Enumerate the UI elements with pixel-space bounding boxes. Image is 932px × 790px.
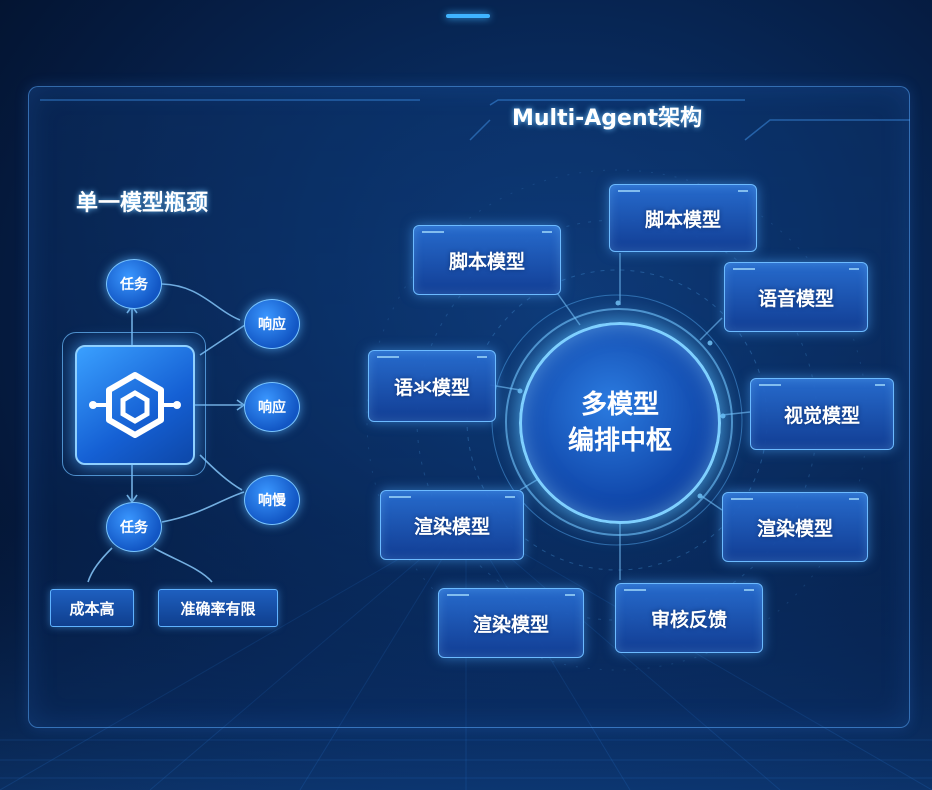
- script-model-card-left: 脚本模型: [413, 225, 561, 295]
- render-model-card-right: 渲染模型: [722, 492, 868, 562]
- vision-model-card: 视觉模型: [750, 378, 894, 450]
- limited-accuracy-label: 准确率有限: [158, 589, 278, 627]
- render-model-card-bottom: 渲染模型: [438, 588, 584, 658]
- model-logo-icon: [89, 372, 181, 438]
- multi-agent-title: Multi-Agent架构: [512, 106, 703, 131]
- response-node-1: 响应: [244, 299, 300, 349]
- task-node-top: 任务: [106, 259, 162, 309]
- task-node-bottom: 任务: [106, 502, 162, 552]
- hub-label-line2: 编排中枢: [567, 426, 672, 456]
- high-cost-label: 成本高: [50, 589, 134, 627]
- single-model-core: [75, 345, 195, 465]
- script-model-card-top: 脚本模型: [609, 184, 757, 252]
- hub-outer-ring: [505, 308, 733, 536]
- response-node-2: 响应: [244, 382, 300, 432]
- hub-label-line1: 多模型: [580, 390, 659, 420]
- slow-response-node: 响慢: [244, 475, 300, 525]
- voice-model-card-right: 语音模型: [724, 262, 868, 332]
- model-core-frame: [62, 332, 206, 476]
- top-accent-bar: [446, 14, 490, 18]
- orchestration-hub: 多模型 编排中枢: [519, 322, 721, 524]
- render-model-card-left: 渲染模型: [380, 490, 524, 560]
- single-model-title: 单一模型瓶颈: [76, 191, 209, 216]
- review-feedback-card: 审核反馈: [615, 583, 763, 653]
- voice-model-card-left: 语氺模型: [368, 350, 496, 422]
